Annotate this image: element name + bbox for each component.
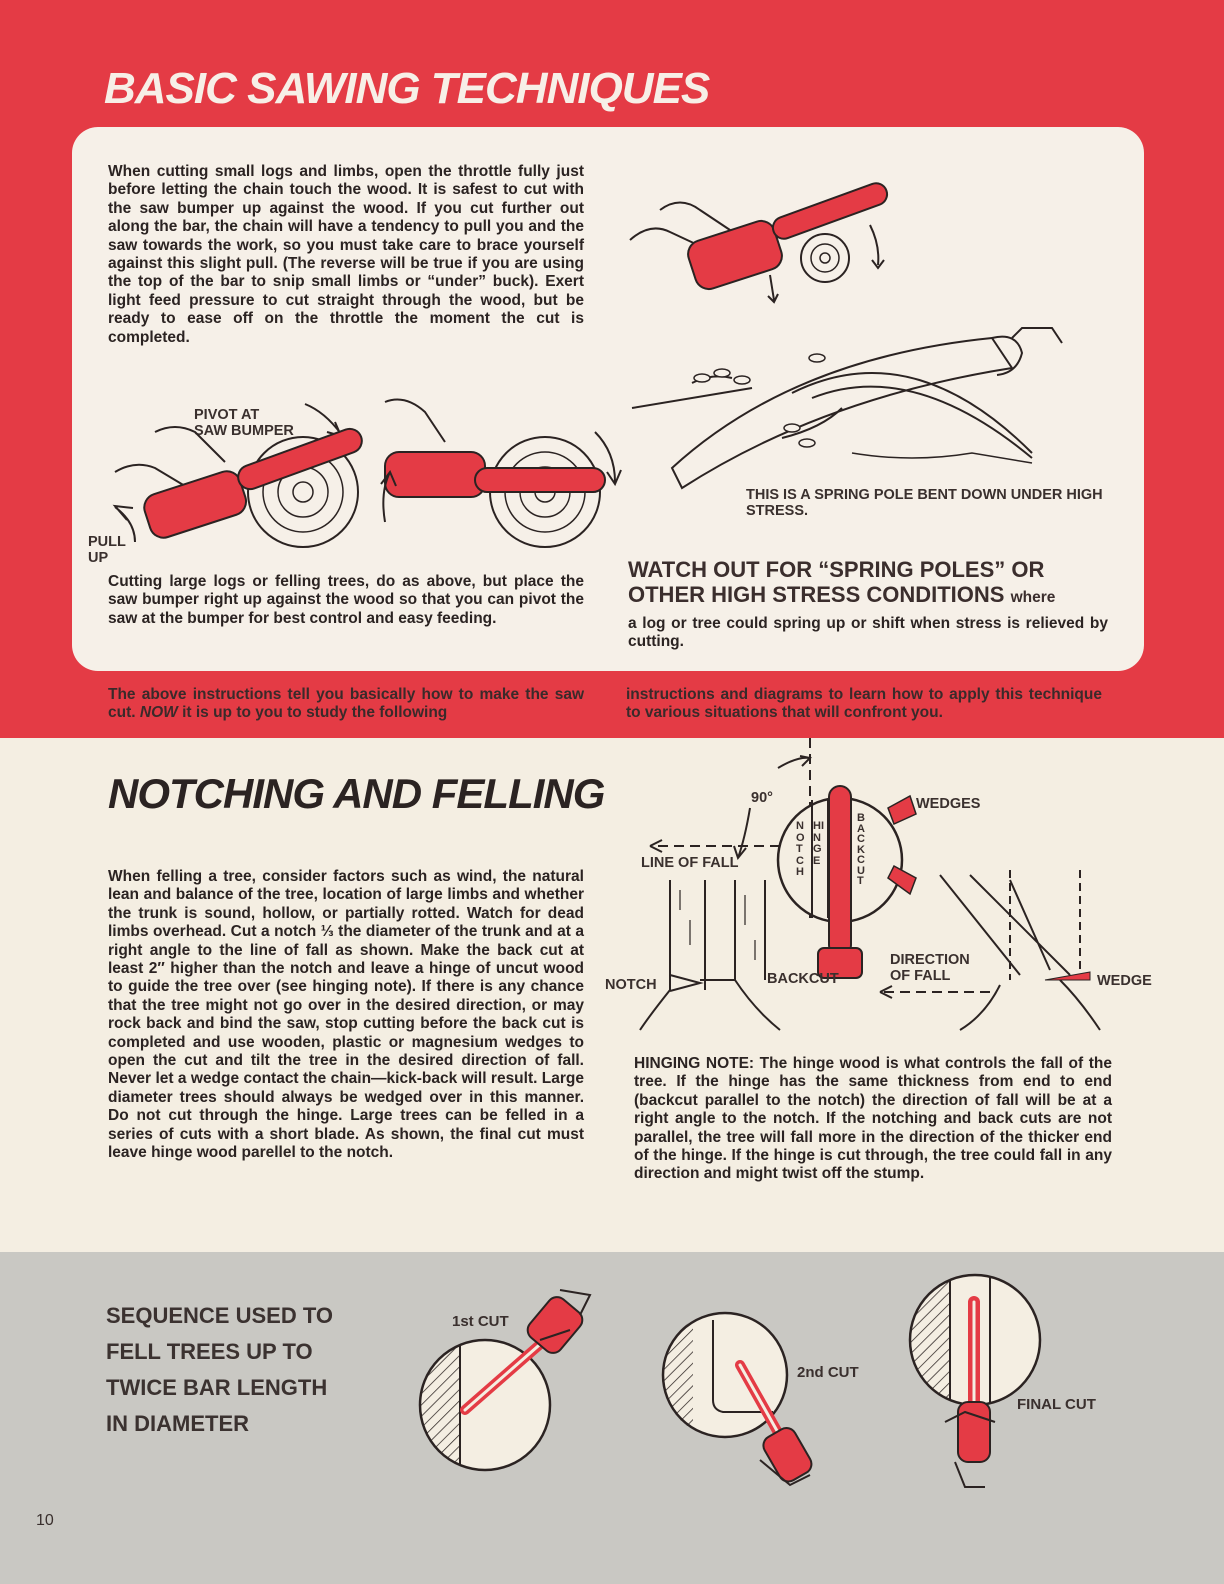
backcut-label: BACKCUT xyxy=(767,971,839,987)
wedge-label: WEDGE xyxy=(1097,973,1152,989)
second-cut-label: 2nd CUT xyxy=(797,1364,859,1381)
instructions-continuation-right: instructions and diagrams to learn how t… xyxy=(626,686,1102,721)
small-log-cut-illustration xyxy=(629,182,889,304)
wedges-label: WEDGES xyxy=(916,796,981,812)
page-number: 10 xyxy=(36,1512,54,1529)
felling-paragraph: When felling a tree, consider factors su… xyxy=(108,868,584,1162)
large-log-cut-illustration xyxy=(112,398,622,548)
spring-poles-warning-body: a log or tree could spring up or shift w… xyxy=(628,615,1108,651)
large-logs-paragraph: Cutting large logs or felling trees, do … xyxy=(108,573,584,627)
first-cut-diagram xyxy=(418,1289,592,1472)
hinge-vertical-label: HINGE xyxy=(813,820,824,867)
angle-label: 90° xyxy=(751,790,773,806)
sequence-heading: SEQUENCE USED TO FELL TREES UP TO TWICE … xyxy=(106,1303,333,1436)
hinging-note-paragraph: HINGING NOTE: The hinge wood is what con… xyxy=(634,1055,1112,1183)
basic-sawing-title: BASIC SAWING TECHNIQUES xyxy=(104,64,710,113)
notching-felling-title: NOTCHING AND FELLING xyxy=(108,770,605,817)
cream-band xyxy=(0,738,1224,1252)
spring-pole-illustration xyxy=(631,327,1063,490)
basic-sawing-panel xyxy=(72,127,1144,671)
felling-side-view-diagram xyxy=(639,870,1101,1031)
instructions-continuation-left: The above instructions tell you basicall… xyxy=(108,686,584,721)
small-logs-paragraph: When cutting small logs and limbs, open … xyxy=(108,163,584,346)
pull-up-label: PULL UP xyxy=(88,534,126,566)
direction-of-fall-label: DIRECTION OF FALL xyxy=(890,952,970,984)
final-cut-diagram xyxy=(908,1273,1042,1488)
second-cut-diagram xyxy=(661,1311,813,1487)
notch-vertical-label: NOTCH xyxy=(796,820,805,878)
notch-label: NOTCH xyxy=(605,977,657,993)
first-cut-label: 1st CUT xyxy=(452,1313,509,1330)
spring-pole-caption: THIS IS A SPRING POLE BENT DOWN UNDER HI… xyxy=(746,487,1103,519)
pivot-label: PIVOT AT SAW BUMPER xyxy=(194,407,294,439)
backcut-vertical-label: BACKCUT xyxy=(857,812,865,887)
final-cut-label: FINAL CUT xyxy=(1017,1396,1096,1413)
spring-poles-warning-heading: WATCH OUT FOR “SPRING POLES” OR OTHER HI… xyxy=(628,557,1056,607)
notch-hinge-diagram xyxy=(649,738,917,979)
line-of-fall-label: LINE OF FALL xyxy=(641,855,739,871)
